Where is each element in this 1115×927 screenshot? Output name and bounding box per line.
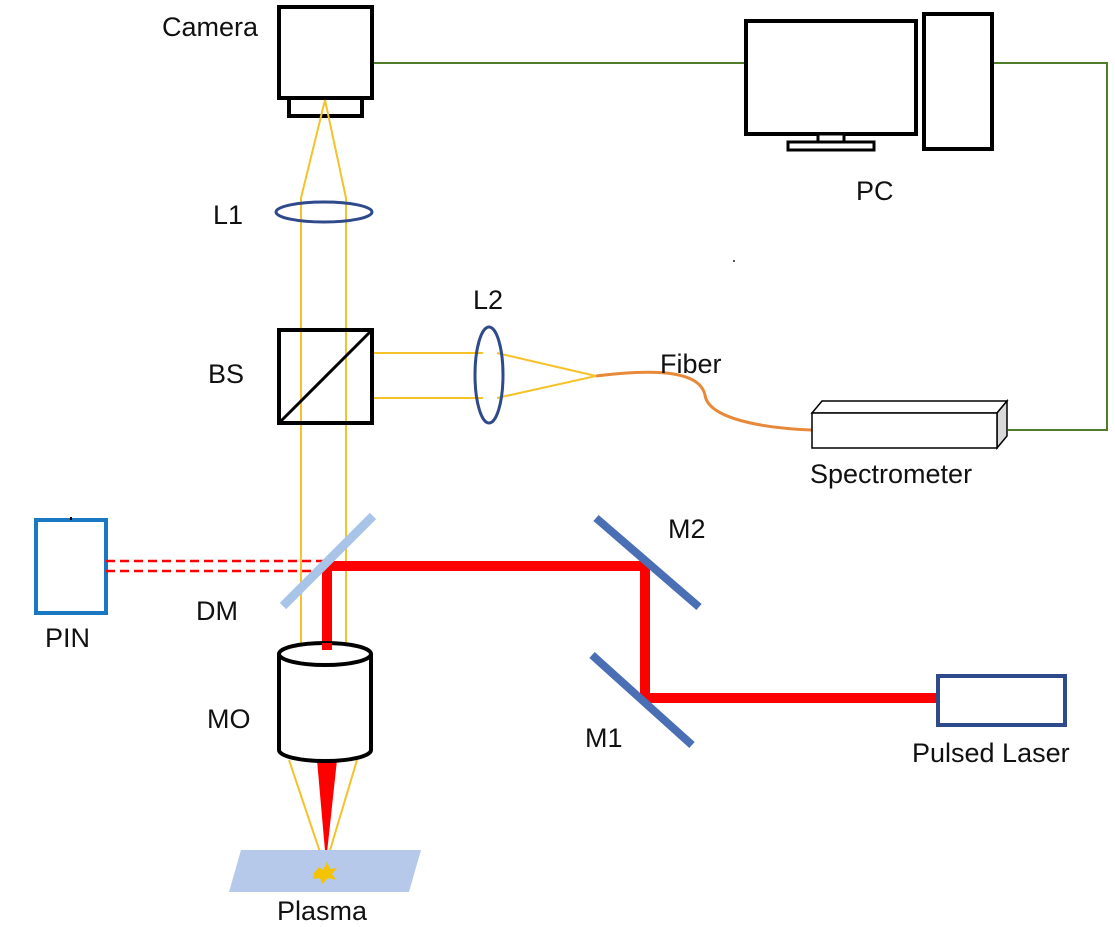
label-l1: L1 [213, 200, 243, 230]
stray-pixel [733, 260, 735, 262]
label-mo: MO [207, 704, 251, 734]
plasma-spark [313, 862, 337, 884]
beam-from-plasma-right [324, 759, 358, 868]
camera [277, 5, 374, 118]
beam-to-camera-right [324, 99, 347, 651]
microscope-objective [277, 641, 373, 763]
pc [744, 12, 994, 152]
labels: Camera PC L1 L2 BS Fiber Spectrometer M2… [45, 12, 1070, 926]
pc-monitor [744, 19, 918, 136]
beam-to-camera-left [300, 99, 326, 651]
dichroic-mirror [279, 512, 377, 610]
reference-beam [106, 559, 330, 573]
laser-beam-path [322, 561, 938, 703]
beam-splitter-cube [277, 328, 374, 425]
label-spectrometer: Spectrometer [810, 459, 972, 489]
beam-from-plasma-left [288, 759, 326, 868]
beam-splitter-diagonal [277, 328, 374, 425]
label-m1: M1 [585, 723, 623, 753]
label-plasma: Plasma [277, 896, 368, 926]
beam-l2-focus-upper [496, 352, 597, 377]
label-pin: PIN [45, 623, 90, 653]
beam-l2-focus-lower [496, 375, 597, 399]
label-pc: PC [856, 176, 894, 206]
pc-tower [922, 12, 994, 151]
camera-body [277, 5, 374, 100]
pin-detector-box [34, 518, 108, 615]
spectrometer-top [810, 400, 1009, 414]
pc-monitor-base [786, 140, 876, 152]
label-dm: DM [196, 596, 238, 626]
laser-focus-cone [317, 760, 337, 862]
label-fiber: Fiber [660, 349, 722, 379]
label-l2: L2 [473, 285, 503, 315]
pulsed-laser-source [936, 674, 1067, 727]
laser-beam [317, 561, 938, 862]
lens-l2 [473, 325, 505, 425]
detection-beam [288, 99, 597, 868]
lens-l1 [274, 200, 374, 224]
pc-spectrometer-cable [992, 62, 1108, 431]
label-camera: Camera [162, 12, 259, 42]
objective-body [277, 654, 373, 763]
pin-detector [34, 517, 108, 615]
spectrometer-front [811, 412, 998, 449]
beam-splitter [277, 328, 374, 425]
optical-fiber [595, 370, 813, 432]
spectrometer [810, 398, 1009, 451]
pin-detector-mark [70, 517, 72, 520]
mirror-m2 [593, 514, 702, 611]
label-bs: BS [208, 359, 244, 389]
label-m2: M2 [668, 514, 706, 544]
data-cables [372, 62, 1108, 431]
label-pulsed-laser: Pulsed Laser [912, 738, 1070, 768]
mirror-m1 [589, 652, 695, 748]
